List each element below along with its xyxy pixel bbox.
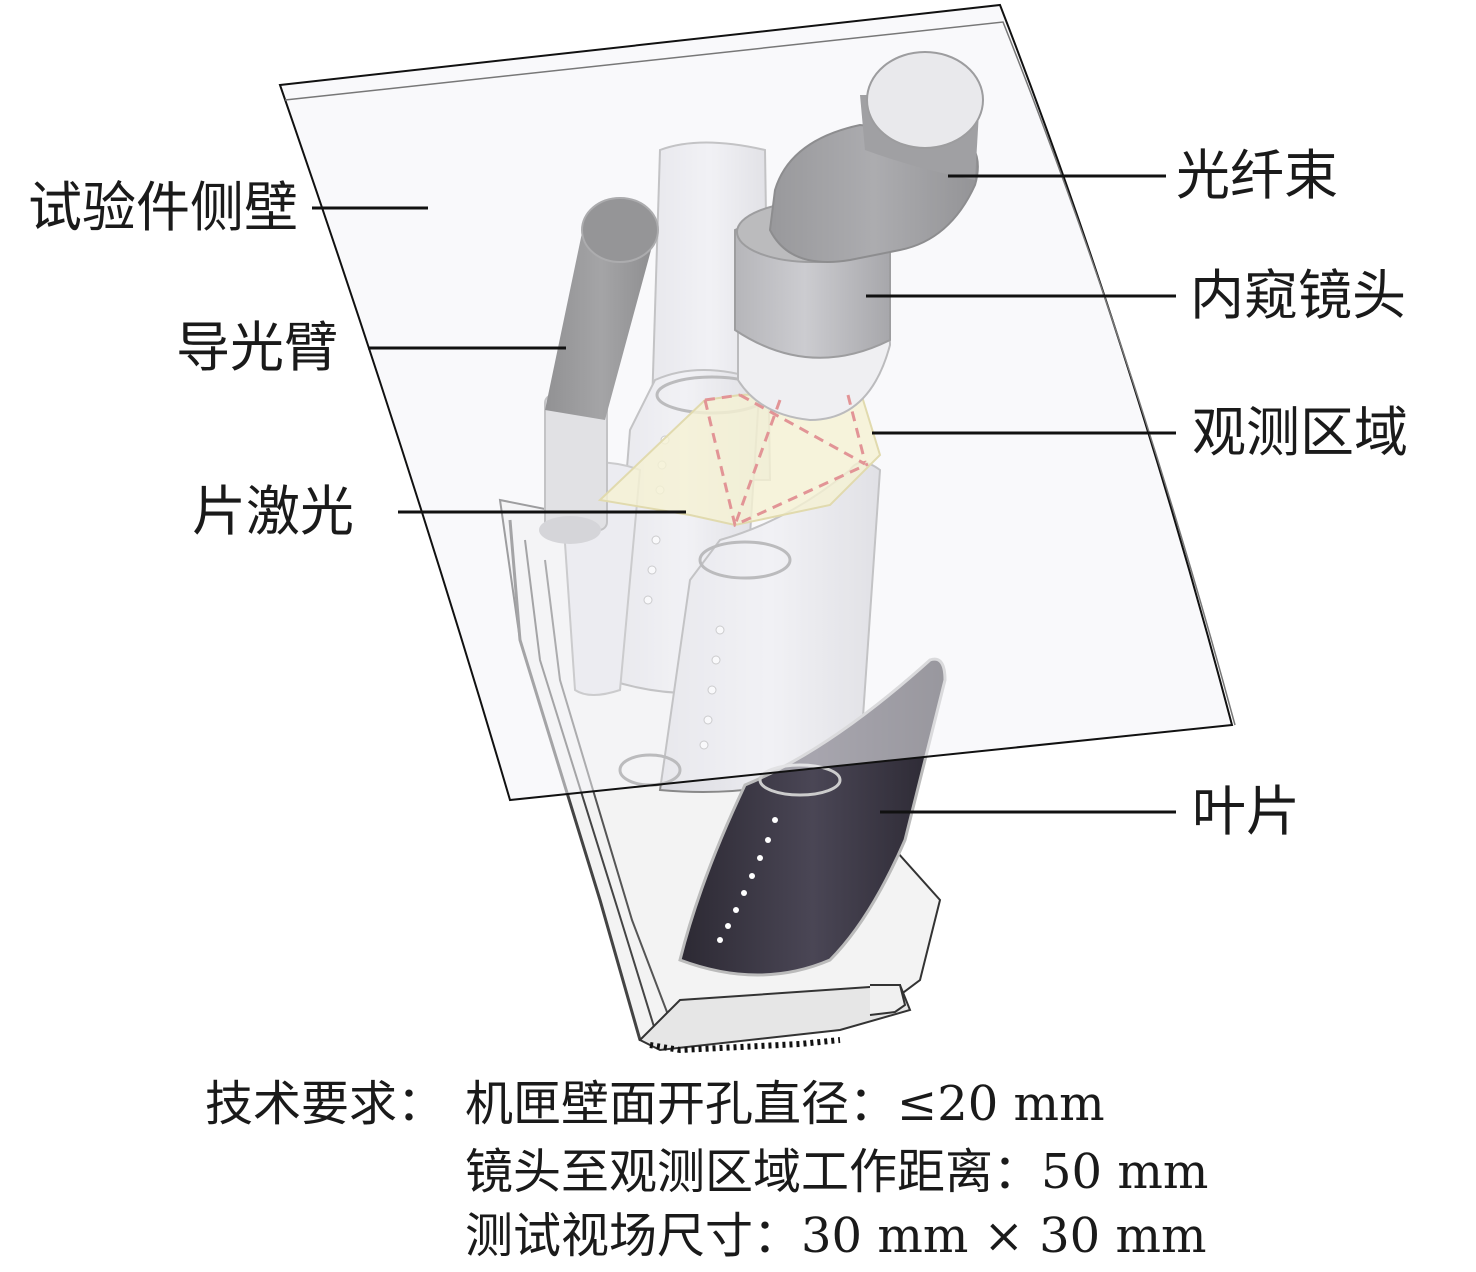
- side-wall: [278, 3, 1236, 802]
- label-endoscope-lens: 内窥镜头: [1190, 264, 1406, 327]
- label-side-wall: 试验件侧壁: [28, 176, 298, 239]
- label-blade: 叶片: [1192, 780, 1300, 843]
- requirements-prefix: 技术要求：: [205, 1076, 446, 1132]
- label-light-guide-arm: 导光臂: [176, 316, 338, 379]
- label-fiber-bundle: 光纤束: [1176, 144, 1338, 207]
- requirement-line-1: 机匣壁面开孔直径：≤20 mm: [465, 1076, 1105, 1132]
- requirement-line-3: 测试视场尺寸：30 mm × 30 mm: [465, 1208, 1207, 1264]
- label-sheet-laser: 片激光: [192, 480, 354, 543]
- label-observation-area: 观测区域: [1192, 401, 1408, 464]
- leader-lines: [312, 174, 1176, 814]
- requirement-line-2: 镜头至观测区域工作距离：50 mm: [465, 1144, 1209, 1200]
